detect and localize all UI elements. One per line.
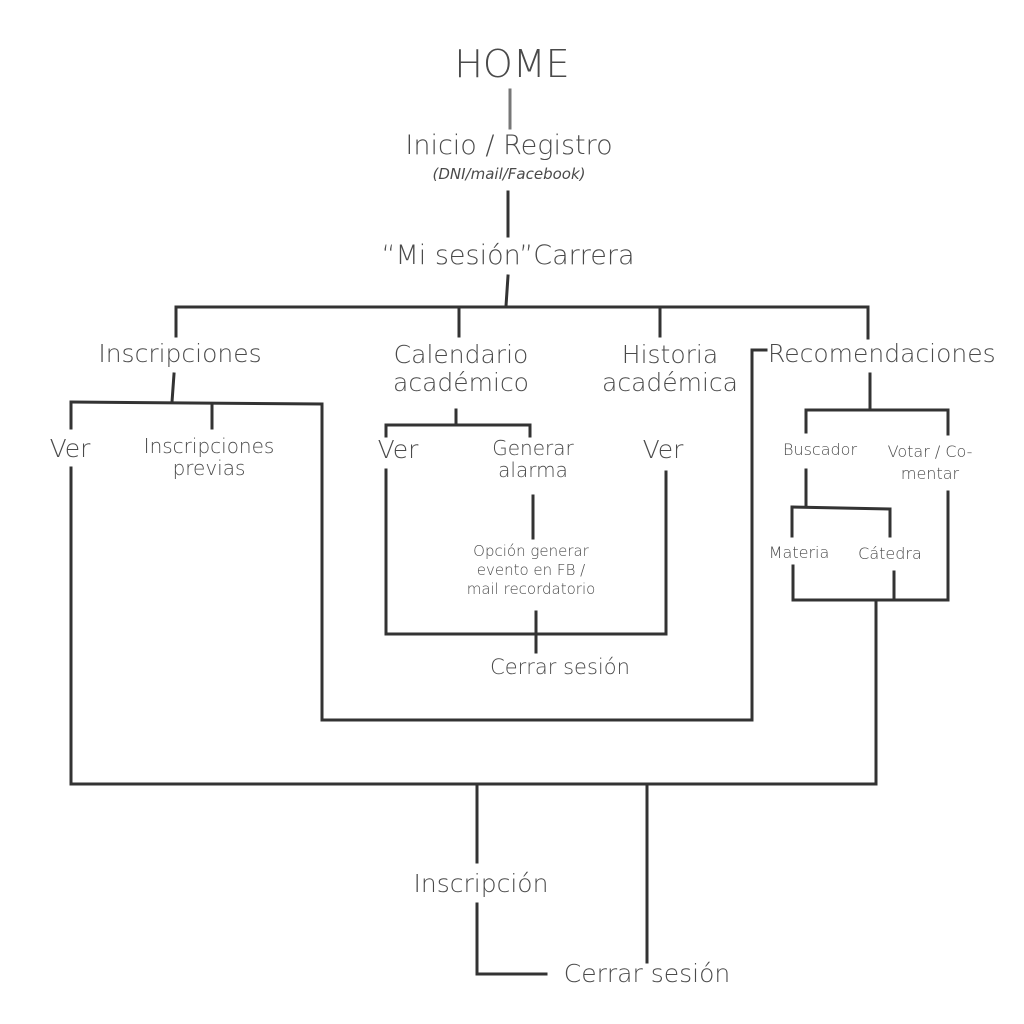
node-recomendaciones: Recomendaciones xyxy=(768,339,996,368)
node-home: HOME xyxy=(454,42,570,86)
node-votar-line1: Votar / Co- xyxy=(887,442,973,461)
node-calendario-line1: Calendario xyxy=(393,340,529,369)
node-ins-previas-line2: previas xyxy=(172,456,246,481)
node-materia: Materia xyxy=(768,543,830,562)
node-alarma-line1: Generar xyxy=(492,436,574,460)
node-votar-line2: mentar xyxy=(900,463,960,483)
node-alarma: Generar alarma xyxy=(492,437,573,482)
connector-inscripciones-down xyxy=(170,372,176,404)
node-ins-previas: Inscripciones previas xyxy=(144,435,275,480)
node-login-subtitle: (DNI/mail/Facebook) xyxy=(432,165,586,183)
node-opcion-line2: evento en FB / xyxy=(476,561,586,580)
inscripciones-bar xyxy=(69,400,324,406)
node-cerrar-sesion-bottom: Cerrar sesión xyxy=(563,959,731,988)
node-hist-ver: Ver xyxy=(642,435,684,464)
node-buscador: Buscador xyxy=(782,440,858,459)
node-historia: Historia académica xyxy=(602,341,738,397)
node-opcion-line1: Opción generar xyxy=(473,542,589,560)
node-cerrar-sesion-mid: Cerrar sesión xyxy=(490,655,630,679)
node-ins-ver: Ver xyxy=(49,434,91,463)
node-opcion: Opción generar evento en FB / mail recor… xyxy=(467,542,596,600)
connector-session-bar xyxy=(504,274,510,308)
node-historia-line2: académica xyxy=(602,368,738,397)
node-login: Inicio / Registro xyxy=(405,130,613,161)
node-inscripciones: Inscripciones xyxy=(98,339,262,368)
node-opcion-line3: mail recordatorio xyxy=(466,580,596,599)
node-historia-line1: Historia xyxy=(621,340,719,369)
node-cal-ver: Ver xyxy=(377,435,419,464)
node-calendario-line2: académico xyxy=(393,368,529,397)
node-calendario: Calendario académico xyxy=(393,341,529,397)
node-inscripcion: Inscripción xyxy=(413,869,549,898)
node-alarma-line2: alarma xyxy=(498,458,568,483)
node-ins-previas-line1: Inscripciones xyxy=(143,434,275,458)
node-votar: Votar / Co- mentar xyxy=(888,441,973,484)
node-catedra: Cátedra xyxy=(858,544,922,563)
node-session: “Mi sesión”Carrera xyxy=(381,240,635,271)
buscador-bar xyxy=(790,505,892,511)
